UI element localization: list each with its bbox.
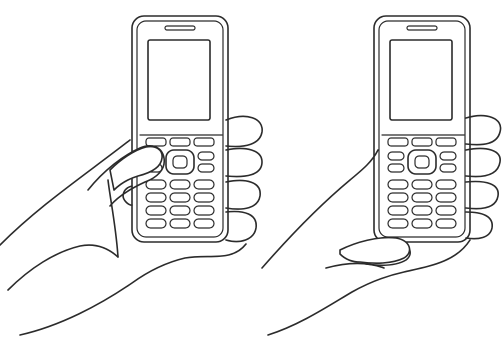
nav-key-ring [408,150,436,174]
nav-key-center [415,156,429,168]
right-phone [340,16,470,263]
panel-left [0,16,262,335]
left-phone [110,16,228,242]
earpiece-icon [407,26,437,30]
phone-screen [390,40,452,120]
phone-screen [148,40,210,120]
nav-key-center [173,156,187,168]
earpiece-icon [165,26,195,30]
nav-key-ring [166,150,194,174]
panel-right [262,16,501,335]
